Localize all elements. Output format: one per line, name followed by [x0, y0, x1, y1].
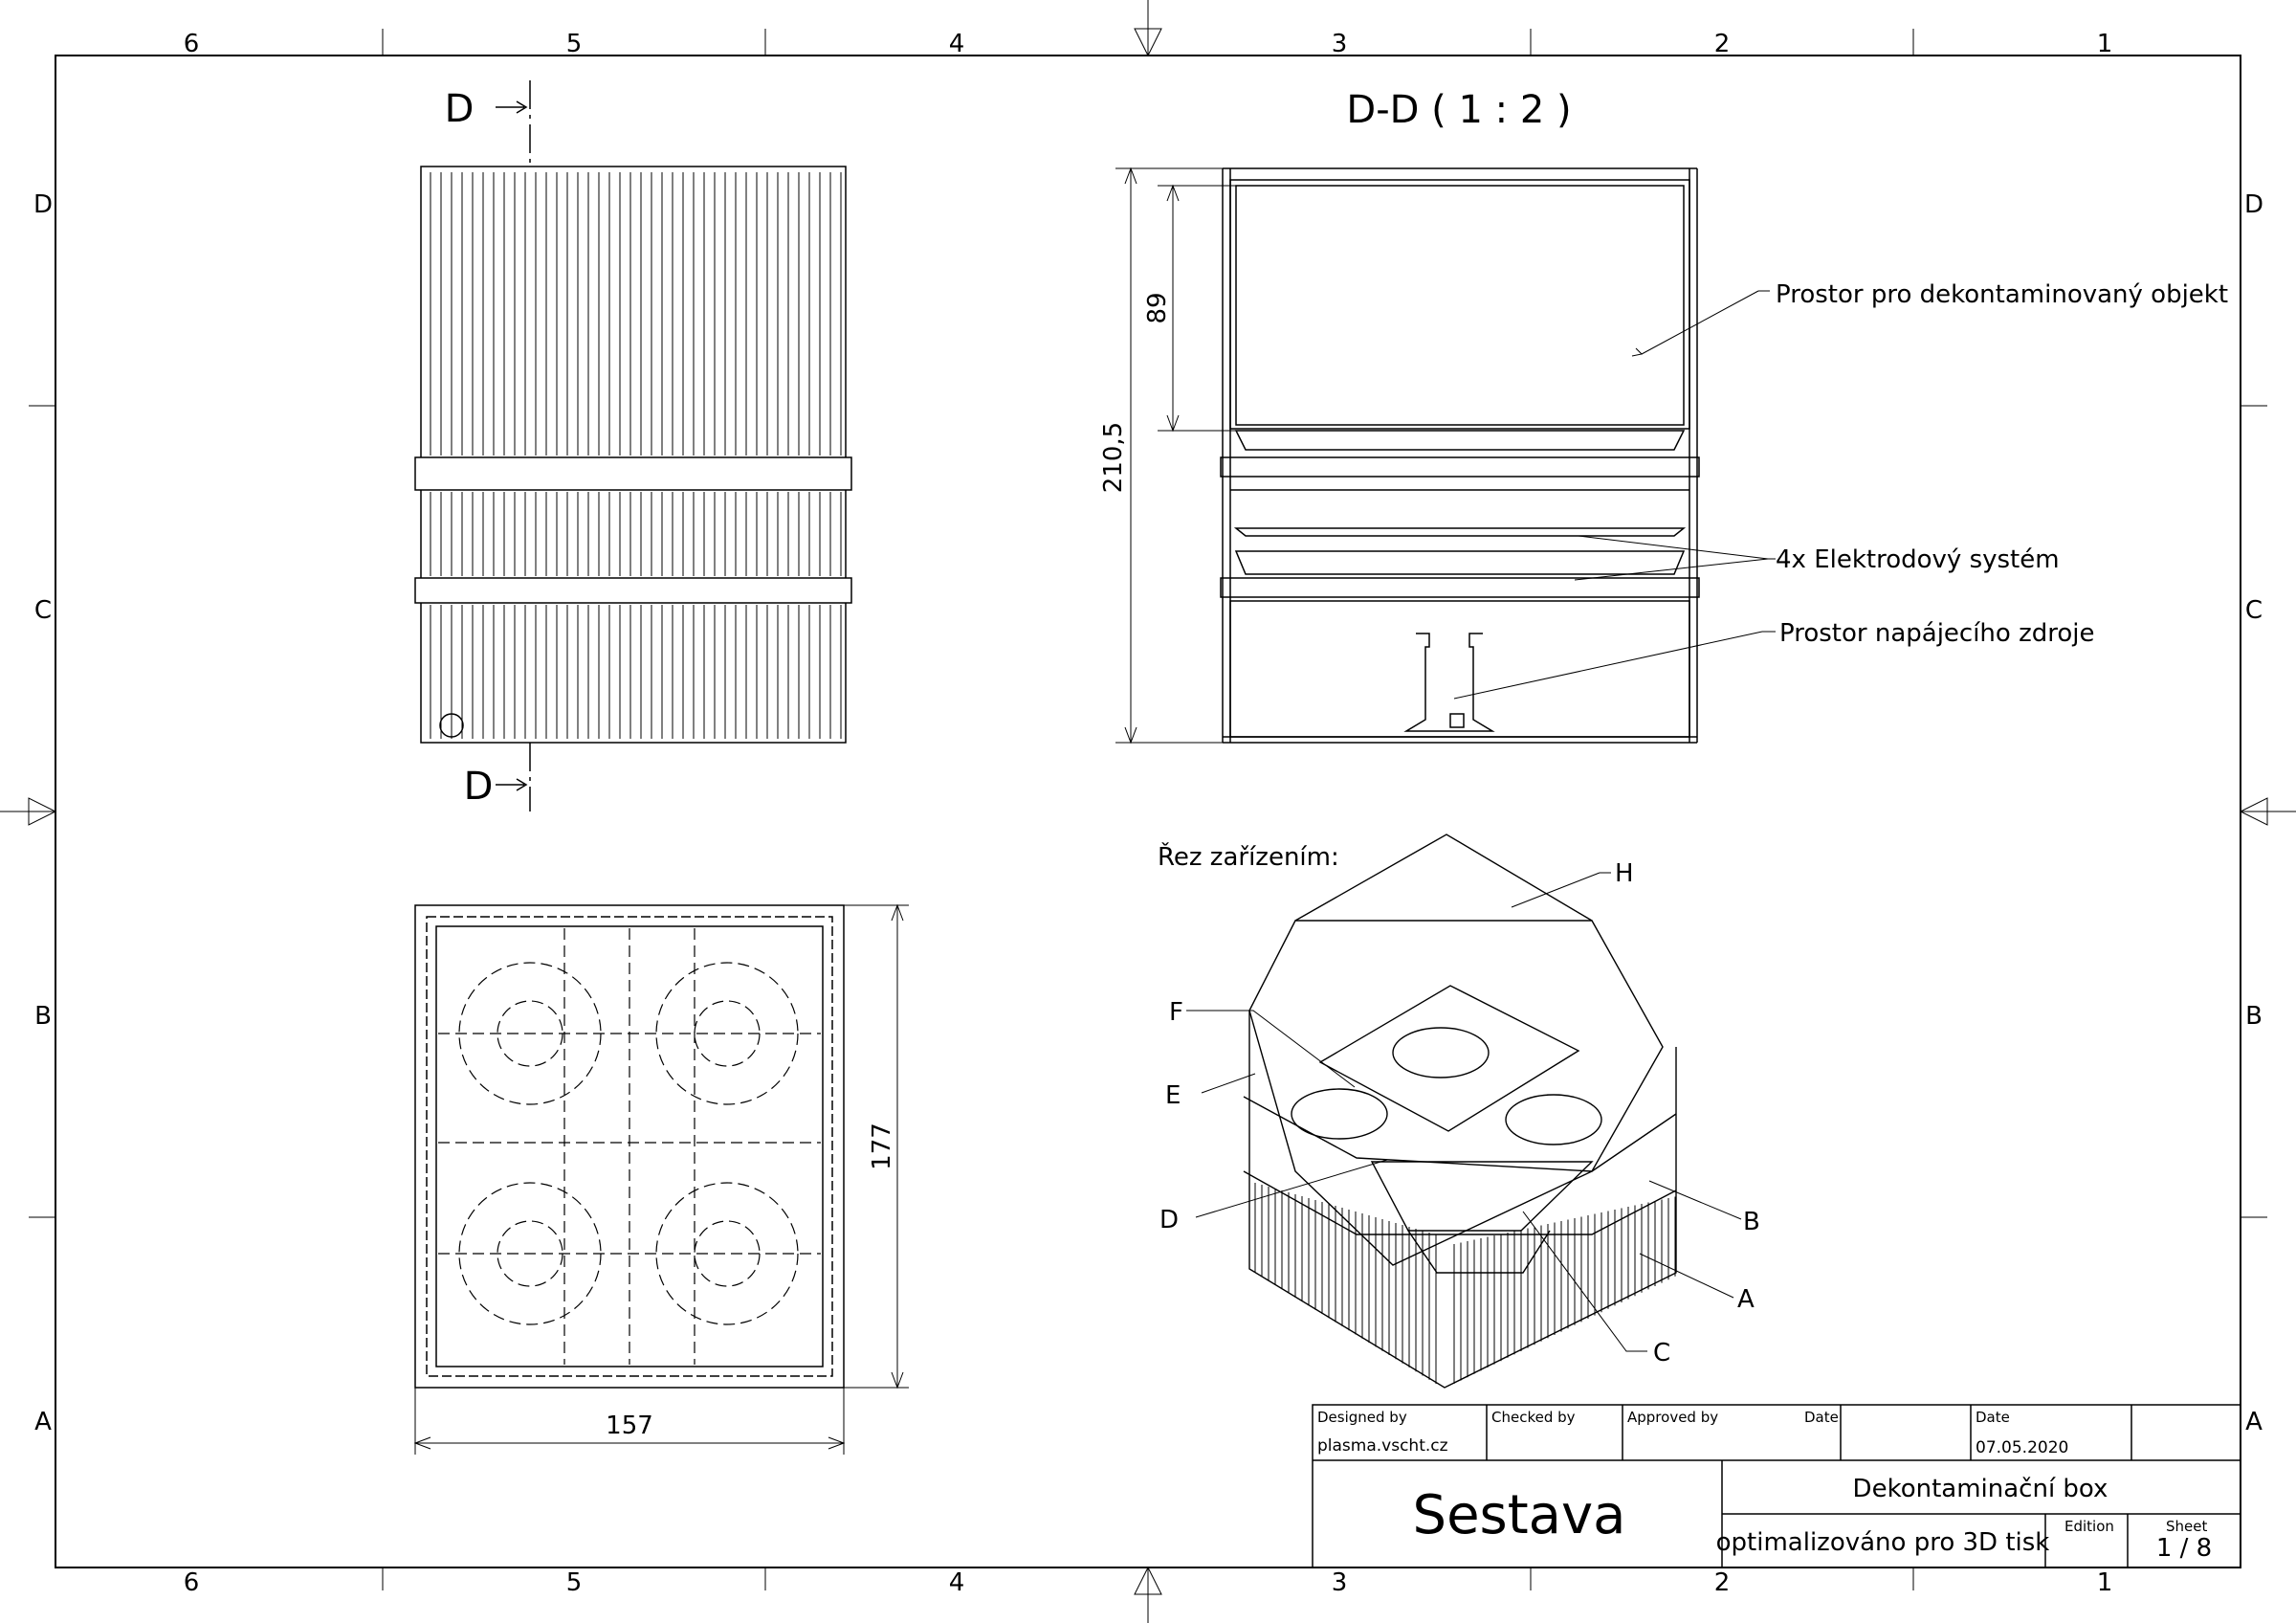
- callout-power-space: Prostor napájecího zdroje: [1779, 619, 2094, 648]
- title-block: [1312, 1404, 2241, 1568]
- zone-col-4-top: 4: [949, 30, 965, 58]
- zone-col-1-bottom: 1: [2097, 1568, 2113, 1597]
- zone-row-b-left: B: [34, 1002, 52, 1031]
- zone-row-d-right: D: [2244, 190, 2263, 219]
- zone-col-3-top: 3: [1332, 30, 1348, 58]
- zone-col-5-bottom: 5: [566, 1568, 583, 1597]
- iso-label-a: A: [1737, 1285, 1755, 1314]
- top-view: [413, 903, 909, 1455]
- zone-row-c-right: C: [2245, 596, 2263, 625]
- front-view-ribs: [430, 172, 842, 739]
- iso-label-b: B: [1743, 1208, 1760, 1236]
- date-value: 07.05.2020: [1976, 1438, 2068, 1457]
- checked-by-label: Checked by: [1491, 1409, 1576, 1426]
- zone-row-a-left: A: [34, 1408, 52, 1436]
- zone-labels: 6 5 4 3 2 1 6 5 4 3 2 1 D C B A D C B A: [33, 30, 2263, 1597]
- zone-col-3-bottom: 3: [1332, 1568, 1348, 1597]
- zone-row-a-right: A: [2245, 1408, 2263, 1436]
- iso-title: Řez zařízením:: [1158, 841, 1339, 872]
- dim-depth: 177: [868, 1123, 896, 1170]
- edition-label: Edition: [2064, 1518, 2114, 1535]
- zone-row-c-left: C: [34, 596, 52, 625]
- designed-by-value: plasma.vscht.cz: [1317, 1436, 1448, 1456]
- dim-height: 210,5: [1099, 422, 1128, 493]
- front-view: [414, 80, 852, 812]
- dim-inner: 89: [1143, 292, 1172, 323]
- section-mark-bottom: D: [464, 765, 494, 809]
- zone-col-2-bottom: 2: [1714, 1568, 1731, 1597]
- zone-col-6-top: 6: [184, 30, 200, 58]
- zone-row-b-right: B: [2245, 1002, 2263, 1031]
- sheet-label: Sheet: [2166, 1518, 2207, 1535]
- iso-label-c: C: [1653, 1339, 1670, 1367]
- iso-label-f: F: [1169, 998, 1183, 1027]
- zone-col-2-top: 2: [1714, 30, 1731, 58]
- zone-col-6-bottom: 6: [184, 1568, 200, 1597]
- callout-object-space: Prostor pro dekontaminovaný objekt: [1776, 280, 2228, 309]
- designed-by-label: Designed by: [1317, 1409, 1407, 1426]
- dim-width: 157: [606, 1412, 653, 1440]
- part-subtitle: optimalizováno pro 3D tisk: [1716, 1528, 2050, 1557]
- drawing-title: Sestava: [1413, 1484, 1626, 1546]
- iso-label-e: E: [1165, 1081, 1181, 1110]
- zone-col-5-top: 5: [566, 30, 583, 58]
- iso-label-d: D: [1159, 1206, 1179, 1234]
- zone-col-4-bottom: 4: [949, 1568, 965, 1597]
- zone-row-d-left: D: [33, 190, 53, 219]
- section-title: D-D ( 1 : 2 ): [1346, 88, 1571, 132]
- iso-label-h: H: [1615, 859, 1634, 888]
- isometric-view: [1186, 834, 1742, 1389]
- part-name: Dekontaminační box: [1853, 1475, 2108, 1503]
- zone-col-1-top: 1: [2097, 30, 2113, 58]
- callout-electrodes: 4x Elektrodový systém: [1776, 545, 2060, 574]
- date-label: Date: [1976, 1409, 2010, 1426]
- approved-by-label: Approved by: [1627, 1409, 1718, 1426]
- section-mark-top: D: [445, 87, 475, 131]
- isometric-ribs: [1254, 1183, 1676, 1385]
- date-label-approved: Date: [1804, 1409, 1839, 1426]
- section-view: [1115, 167, 1776, 745]
- sheet-value: 1 / 8: [2156, 1534, 2212, 1563]
